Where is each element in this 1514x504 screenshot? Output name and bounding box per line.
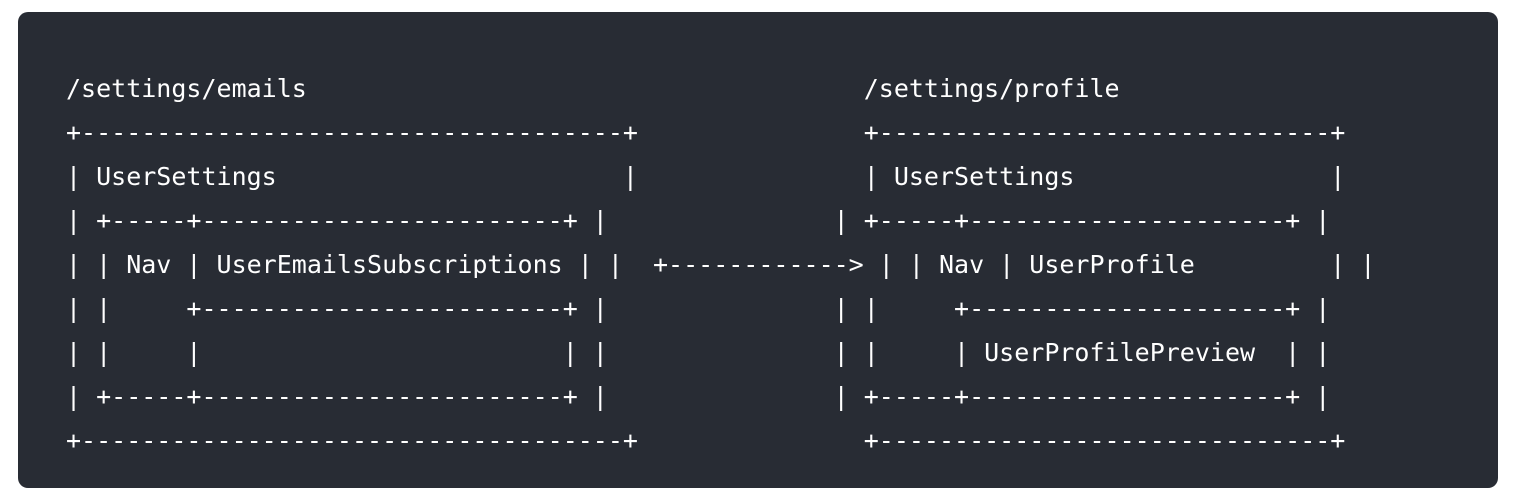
code-line-8: | +-----+------------------------+ | | +… xyxy=(66,382,1331,411)
code-line-3: | UserSettings | | UserSettings | xyxy=(66,162,1346,191)
route-diagram-text: /settings/emails /settings/profile +-----… xyxy=(66,67,1375,463)
code-line-4: | +-----+------------------------+ | | +… xyxy=(66,206,1331,235)
code-line-7: | | | | | | | | UserProfilePreview | | xyxy=(66,338,1331,367)
code-line-9: +------------------------------------+ +… xyxy=(66,426,1346,455)
code-line-5: | | Nav | UserEmailsSubscriptions | | +-… xyxy=(66,250,1376,279)
code-line-1: /settings/emails /settings/profile xyxy=(66,74,1120,103)
code-block: /settings/emails /settings/profile +-----… xyxy=(18,12,1498,488)
code-line-2: +------------------------------------+ +… xyxy=(66,118,1346,147)
code-line-6: | | +------------------------+ | | | +--… xyxy=(66,294,1331,323)
